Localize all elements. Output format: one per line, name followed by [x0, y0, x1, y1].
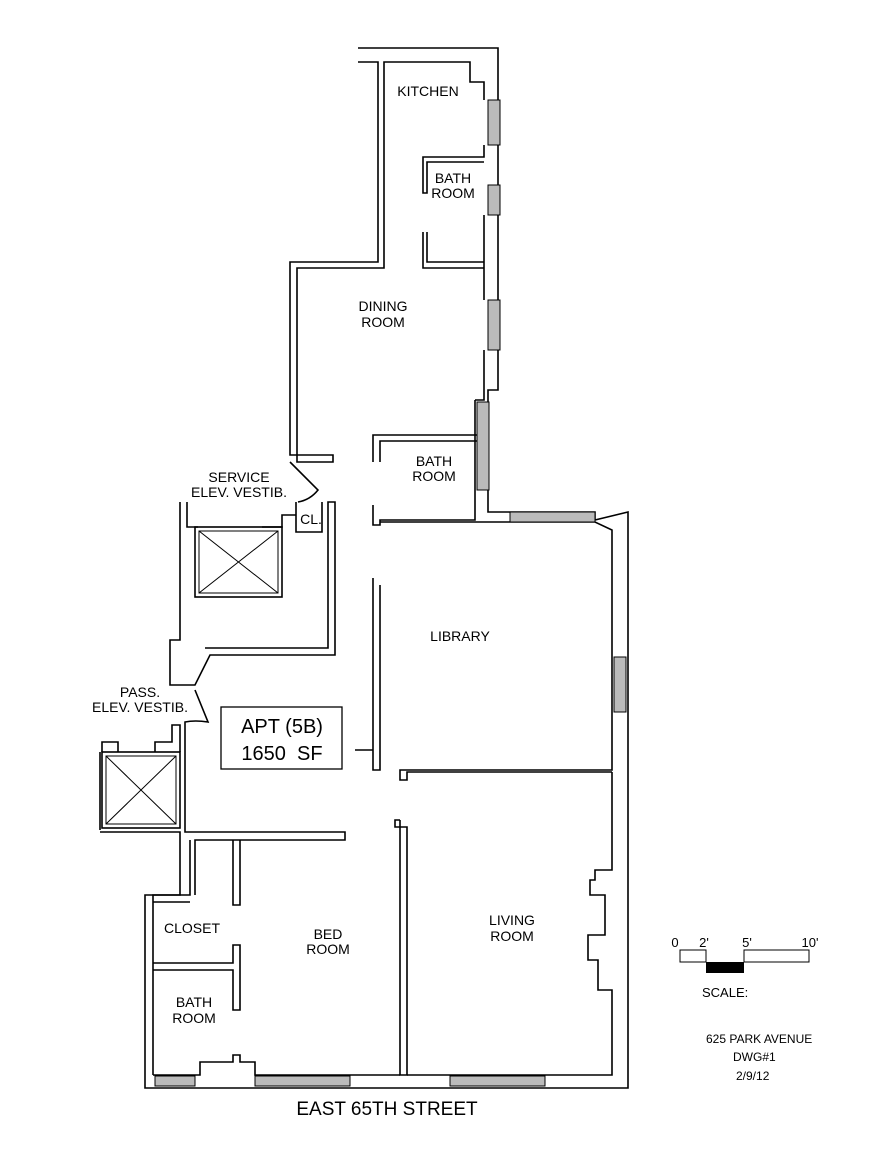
label-pass-line1: PASS. [120, 684, 160, 700]
windows [154, 99, 627, 1087]
label-dining-line1: DINING [359, 298, 408, 314]
label-bath1-line1: BATH [435, 170, 471, 186]
drawing-date: 2/9/12 [736, 1069, 770, 1083]
title-block: 625 PARK AVENUE DWG#1 2/9/12 [706, 1032, 812, 1083]
street-label: EAST 65TH STREET [296, 1099, 478, 1120]
label-living-line2: ROOM [490, 928, 534, 944]
apartment-unit: APT (5B) [241, 716, 323, 738]
label-bath3-line2: ROOM [172, 1010, 216, 1026]
label-service-line1: SERVICE [208, 469, 269, 485]
scale-bar: 0 2' 5' 10' SCALE: [671, 935, 818, 1000]
label-kitchen: KITCHEN [397, 83, 458, 99]
label-bath1-line2: ROOM [431, 185, 475, 201]
apartment-area: 1650 SF [241, 743, 322, 765]
label-bedroom-line2: ROOM [306, 941, 350, 957]
label-bath2-line2: ROOM [412, 468, 456, 484]
scale-tick-2: 2' [699, 935, 709, 950]
scale-tick-5: 5' [742, 935, 752, 950]
scale-tick-0: 0 [671, 935, 678, 950]
address: 625 PARK AVENUE [706, 1032, 812, 1046]
room-labels: KITCHEN BATH ROOM DINING ROOM BATH ROOM … [92, 83, 535, 1026]
scale-label: SCALE: [702, 985, 748, 1000]
drawing-number: DWG#1 [733, 1050, 776, 1064]
scale-tick-10: 10' [802, 935, 819, 950]
label-bath3-line1: BATH [176, 994, 212, 1010]
walls [99, 47, 629, 1089]
label-bath2-line1: BATH [416, 453, 452, 469]
label-dining-line2: ROOM [361, 314, 405, 330]
label-pass-line2: ELEV. VESTIB. [92, 699, 188, 715]
label-bedroom-line1: BED [314, 926, 343, 942]
apartment-box: APT (5B) 1650 SF [220, 706, 343, 770]
label-service-line2: ELEV. VESTIB. [191, 484, 287, 500]
label-library: LIBRARY [430, 628, 490, 644]
label-closet: CLOSET [164, 920, 220, 936]
label-living-line1: LIVING [489, 912, 535, 928]
label-cl: CL. [300, 511, 322, 527]
